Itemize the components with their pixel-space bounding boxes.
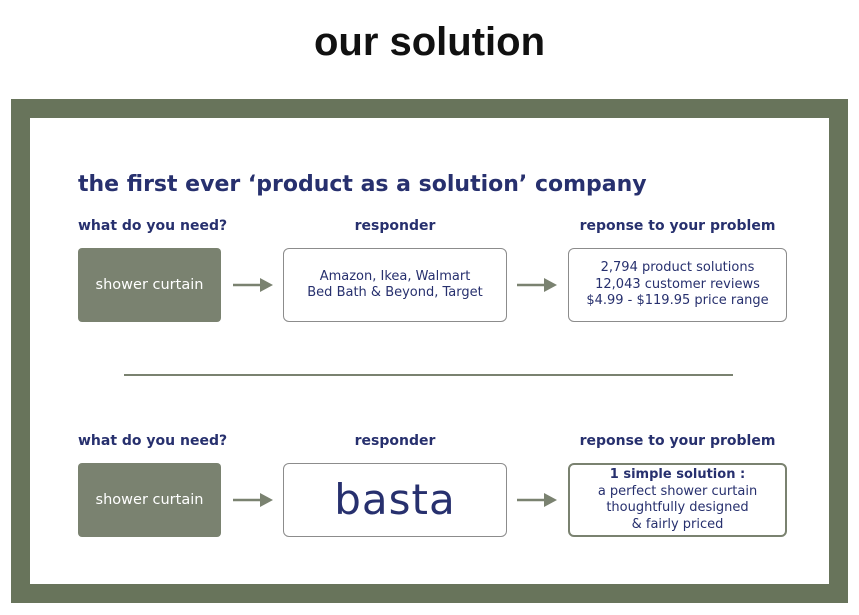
row1-responder-line-1: Amazon, Ikea, Walmart xyxy=(319,268,471,284)
row1-response-line-2: 12,043 customer reviews xyxy=(595,276,760,292)
row1-response-box: 2,794 product solutions 12,043 customer … xyxy=(568,248,787,322)
slide-headline: the first ever ‘product as a solution’ c… xyxy=(78,172,647,197)
row2-need-label: what do you need? xyxy=(78,433,228,449)
row2-arrow-right-icon-2 xyxy=(517,493,557,507)
row1-arrow-right-icon xyxy=(233,278,273,292)
slide-card: the first ever ‘product as a solution’ c… xyxy=(30,118,829,584)
row2-responder-box: basta xyxy=(283,463,507,537)
row1-need-box: shower curtain xyxy=(78,248,221,322)
section-divider xyxy=(124,374,733,376)
row2-need-text: shower curtain xyxy=(95,492,204,508)
row2-response-line-1: a perfect shower curtain xyxy=(597,483,758,499)
row2-response-line-3: & fairly priced xyxy=(631,516,724,532)
row1-need-label: what do you need? xyxy=(78,218,228,234)
row1-responder-box: Amazon, Ikea, Walmart Bed Bath & Beyond,… xyxy=(283,248,507,322)
row2-response-label: reponse to your problem xyxy=(579,433,776,449)
row2-response-box: 1 simple solution : a perfect shower cur… xyxy=(568,463,787,537)
row1-responder-line-2: Bed Bath & Beyond, Target xyxy=(307,285,483,300)
page-title: our solution xyxy=(313,20,546,64)
slide-frame: the first ever ‘product as a solution’ c… xyxy=(11,99,848,603)
row2-need-box: shower curtain xyxy=(78,463,221,537)
basta-logo: basta xyxy=(334,475,456,524)
row2-response-line-2: thoughtfully designed xyxy=(606,500,749,515)
row1-response-line-3: $4.99 - $119.95 price range xyxy=(586,293,769,309)
row1-responder-label: responder xyxy=(354,218,436,234)
row1-need-text: shower curtain xyxy=(95,277,204,293)
row1-response-label: reponse to your problem xyxy=(579,218,776,234)
row1-arrow-right-icon-2 xyxy=(517,278,557,292)
row2-response-heading: 1 simple solution : xyxy=(609,467,746,482)
row1-response-line-1: 2,794 product solutions xyxy=(600,260,755,276)
row2-responder-label: responder xyxy=(354,433,436,449)
row2-arrow-right-icon xyxy=(233,493,273,507)
